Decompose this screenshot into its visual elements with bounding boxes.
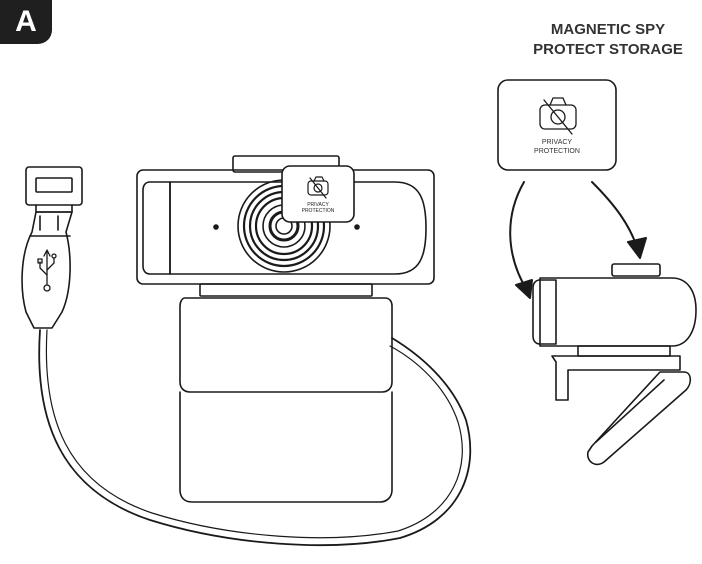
arrowhead-right (627, 237, 647, 259)
webcam-left-panel (142, 181, 171, 275)
usb-cable (38, 329, 472, 546)
side-neck (577, 345, 671, 357)
stand-lower (179, 391, 393, 503)
privacy-cover-label: PRIVACY PROTECTION (282, 202, 354, 214)
side-top-clip (611, 263, 661, 277)
webcam-neck (199, 283, 373, 297)
usb-plug-body (21, 211, 73, 329)
storage-cover-label-line2: PROTECTION (534, 148, 580, 155)
webcam-face-plate (169, 181, 427, 275)
usb-cable-wire-inner (45, 329, 463, 539)
webcam-side-view (532, 263, 697, 466)
camera-off-icon (539, 97, 577, 135)
webcam-microphone-right (354, 224, 360, 230)
webcam-stand (179, 297, 393, 503)
figure-label-text: A (15, 5, 37, 38)
webcam-microphone-left (213, 224, 219, 230)
privacy-cover-on-lens (281, 165, 355, 223)
side-clip-top (551, 355, 681, 401)
arrow-right (591, 181, 639, 251)
side-body (539, 277, 697, 347)
storage-heading-line1: MAGNETIC SPY (550, 21, 666, 38)
privacy-cover-label-line1: PRIVACY (307, 202, 329, 208)
arrowhead-left (515, 279, 533, 299)
camera-off-icon (307, 176, 329, 199)
storage-arrows (509, 181, 647, 299)
storage-heading: MAGNETIC SPY PROTECT STORAGE (518, 20, 698, 60)
side-clip-arm (586, 371, 692, 466)
storage-cover-label-line1: PRIVACY (541, 139, 573, 146)
usb-connector-slot (35, 177, 73, 193)
side-clip-arm-inner (595, 379, 665, 443)
storage-cover-box (497, 79, 617, 171)
stand-upper (179, 297, 393, 393)
usb-connector (25, 166, 83, 206)
figure-label: A (0, 0, 52, 44)
side-cover (532, 279, 557, 345)
usb-cable-wire (38, 329, 472, 546)
usb-plug (21, 166, 83, 329)
usb-symbol-icon (37, 249, 57, 292)
usb-plug-grip (39, 215, 59, 231)
storage-heading-line2: PROTECT STORAGE (533, 41, 683, 58)
usb-plug-neck (35, 204, 73, 213)
arrow-left (509, 181, 529, 293)
storage-cover-label: PRIVACY PROTECTION (498, 138, 616, 156)
privacy-cover-label-line2: PROTECTION (301, 208, 335, 214)
